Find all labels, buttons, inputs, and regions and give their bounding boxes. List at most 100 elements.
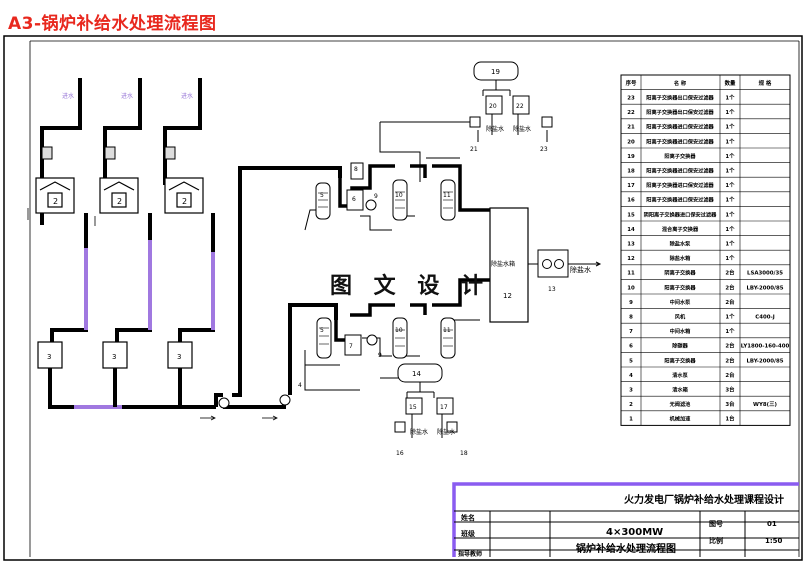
item-23-label: 23: [540, 146, 548, 153]
parts-table-cell: 1个: [725, 167, 735, 175]
parts-table-cell: 阳离子交换器进口保安过滤器: [646, 196, 714, 204]
parts-table-cell: 阳离子交换器进口保安过滤器: [646, 137, 714, 145]
name-label: 姓名: [460, 513, 475, 522]
item-17-label: 17: [440, 404, 448, 411]
class-label: 班级: [461, 529, 476, 538]
parts-table-cell: 阳离子交换器出口保安过滤器: [646, 108, 714, 116]
parts-table-cell: 清水箱: [672, 386, 688, 394]
parts-table-cell: 1个: [725, 108, 735, 116]
inlet-caption: 进水: [62, 92, 74, 100]
item-7-label: 7: [349, 343, 353, 350]
tank-3-label: 3: [177, 353, 181, 361]
item-5-label: 5: [320, 327, 324, 334]
parts-table-cell: 16: [627, 198, 635, 204]
vessel-11-label: 11: [443, 192, 451, 199]
item-6-label: 6: [352, 196, 356, 203]
upper-vessels: [315, 162, 456, 221]
collector-header: [48, 166, 342, 409]
parts-table-cell: 1个: [725, 313, 735, 321]
parts-table-cell: 12: [627, 256, 635, 262]
parts-table-cell: 9: [629, 300, 633, 306]
desal-caption: 除盐水: [486, 125, 504, 133]
parts-table-cell: 2台: [725, 298, 735, 306]
parts-table-cell: 8: [629, 315, 633, 321]
tank-3-label: 3: [112, 353, 116, 361]
parts-table-cell: 除盐水泵: [670, 240, 692, 248]
parts-table-cell: 1个: [725, 181, 735, 189]
upper-train: [304, 121, 490, 231]
inlet-caption: 进水: [121, 92, 133, 100]
parts-table-cell: 21: [627, 125, 635, 131]
parts-table-cell: 阳离子交换器: [664, 356, 696, 364]
drawing-no: 01: [767, 520, 777, 528]
desal-caption: 除盐水: [437, 428, 455, 436]
filter-tanks: [35, 177, 204, 214]
vessel-11-label: 11: [443, 327, 451, 334]
parts-table-header: 序号: [625, 79, 637, 87]
lower-train: [304, 278, 490, 391]
parts-table-cell: 1个: [725, 240, 735, 248]
parts-table-cell: C400-J: [755, 315, 774, 321]
outlet-caption: 除盐水: [570, 265, 591, 274]
bottom-regeneration: [394, 363, 458, 438]
inlet-fittings: [41, 146, 176, 160]
parts-table-cell: 17: [627, 183, 635, 189]
item-18-label: 18: [460, 450, 468, 457]
top-regeneration: [469, 61, 553, 142]
parts-table-cell: LBY-2000/85: [746, 358, 783, 364]
parts-table-cell: 1个: [725, 137, 735, 145]
parts-table-cell: 3台: [725, 386, 735, 394]
parts-table-cell: 2: [629, 402, 633, 408]
parts-table-cell: 机械加速: [670, 415, 692, 423]
parts-table-cell: 1个: [725, 152, 735, 160]
item-22-label: 22: [516, 103, 524, 110]
parts-table-cell: 1个: [725, 196, 735, 204]
parts-table-cell: 1台: [725, 415, 735, 423]
instructor-label: 指导教师: [458, 550, 482, 558]
tank-2-label: 2: [117, 197, 122, 206]
parts-table-cell: 2台: [725, 356, 735, 364]
parts-table-cell: 13: [627, 242, 635, 248]
parts-table-cell: 3台: [725, 400, 735, 408]
parts-table-cell: 清水泵: [672, 371, 688, 379]
parts-table-cell: 19: [627, 154, 635, 160]
parts-table-header: 数量: [725, 79, 736, 87]
inlet-captions: 进水 进水 进水: [62, 92, 193, 100]
parts-table-cell: 2台: [725, 269, 735, 277]
parts-table-cell: 2台: [725, 371, 735, 379]
parts-table-cell: 中间水箱: [670, 327, 692, 335]
parts-table-cell: 阴离子交换器: [664, 269, 696, 277]
drawing-no-label: 图号: [709, 519, 723, 528]
parts-table-cell: LBY-2000/85: [746, 285, 783, 291]
parts-table-header: 名 称: [674, 79, 687, 87]
parts-table-cell: 1个: [725, 123, 735, 131]
tank-19-label: 19: [491, 68, 500, 76]
parts-table-cell: 10: [627, 285, 635, 291]
parts-table-cell: 阳离子交换器出口保安过滤器: [646, 94, 714, 102]
flow-arrows: [27, 208, 278, 421]
scale-label: 比例: [709, 536, 723, 545]
vessel-media: [319, 327, 453, 347]
parts-table-cell: LSA3000/35: [747, 271, 783, 277]
tank-3-label: 3: [47, 353, 51, 361]
parts-table-cell: 22: [627, 110, 635, 116]
clear-water-tanks: [37, 341, 193, 369]
parts-table-cell: 1个: [725, 254, 735, 262]
project-line-2: 锅炉补给水处理流程图: [576, 542, 676, 555]
scale: 1:50: [765, 537, 783, 545]
pump-4-label: 4: [238, 385, 242, 392]
desal-caption: 除盐水: [410, 428, 428, 436]
parts-table-cell: 14: [627, 227, 635, 233]
pump-4-icons: [218, 394, 291, 409]
parts-table-cell: 阴阳离子交换器进口保安过滤器: [644, 210, 717, 218]
item-16-label: 16: [396, 450, 404, 457]
parts-table-cell: 风机: [675, 313, 686, 321]
parts-table-cell: 阳离子交换器进口保安过滤器: [646, 123, 714, 131]
sheet-border: [3, 35, 803, 561]
tank-2-label: 2: [53, 197, 58, 206]
parts-table-cell: 20: [627, 139, 635, 145]
parts-table-cell: 阳离子交换器进口保安过滤器: [646, 167, 714, 175]
tank-14-label: 14: [412, 370, 421, 378]
parts-table-cell: 4: [629, 373, 633, 379]
